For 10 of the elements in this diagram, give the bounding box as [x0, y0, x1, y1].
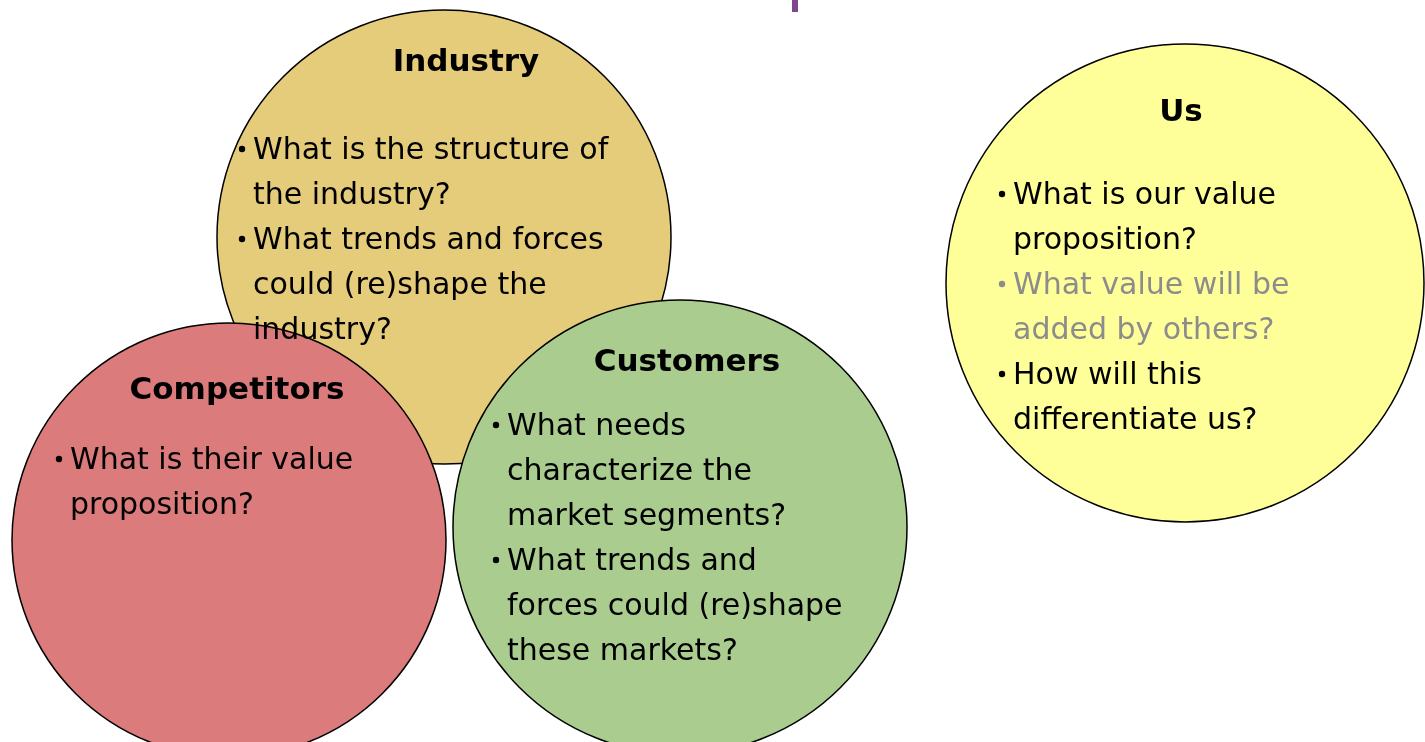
question-text: What trends and forces could (re)shape these markets?	[507, 542, 843, 667]
question-text: What is the structure of the industry?	[253, 131, 609, 211]
circle-heading: Us	[1159, 91, 1203, 130]
question-text: What value will be added by others?	[1013, 266, 1290, 346]
circle-heading: Industry	[392, 41, 540, 80]
question-text: How will this differentiate us?	[1013, 356, 1258, 436]
question-text: What is our value proposition?	[1013, 176, 1277, 256]
question-text: What is their value proposition?	[70, 441, 354, 521]
circle-heading: Competitors	[129, 369, 345, 408]
question-text: What needs characterize the market segments?	[507, 407, 787, 532]
